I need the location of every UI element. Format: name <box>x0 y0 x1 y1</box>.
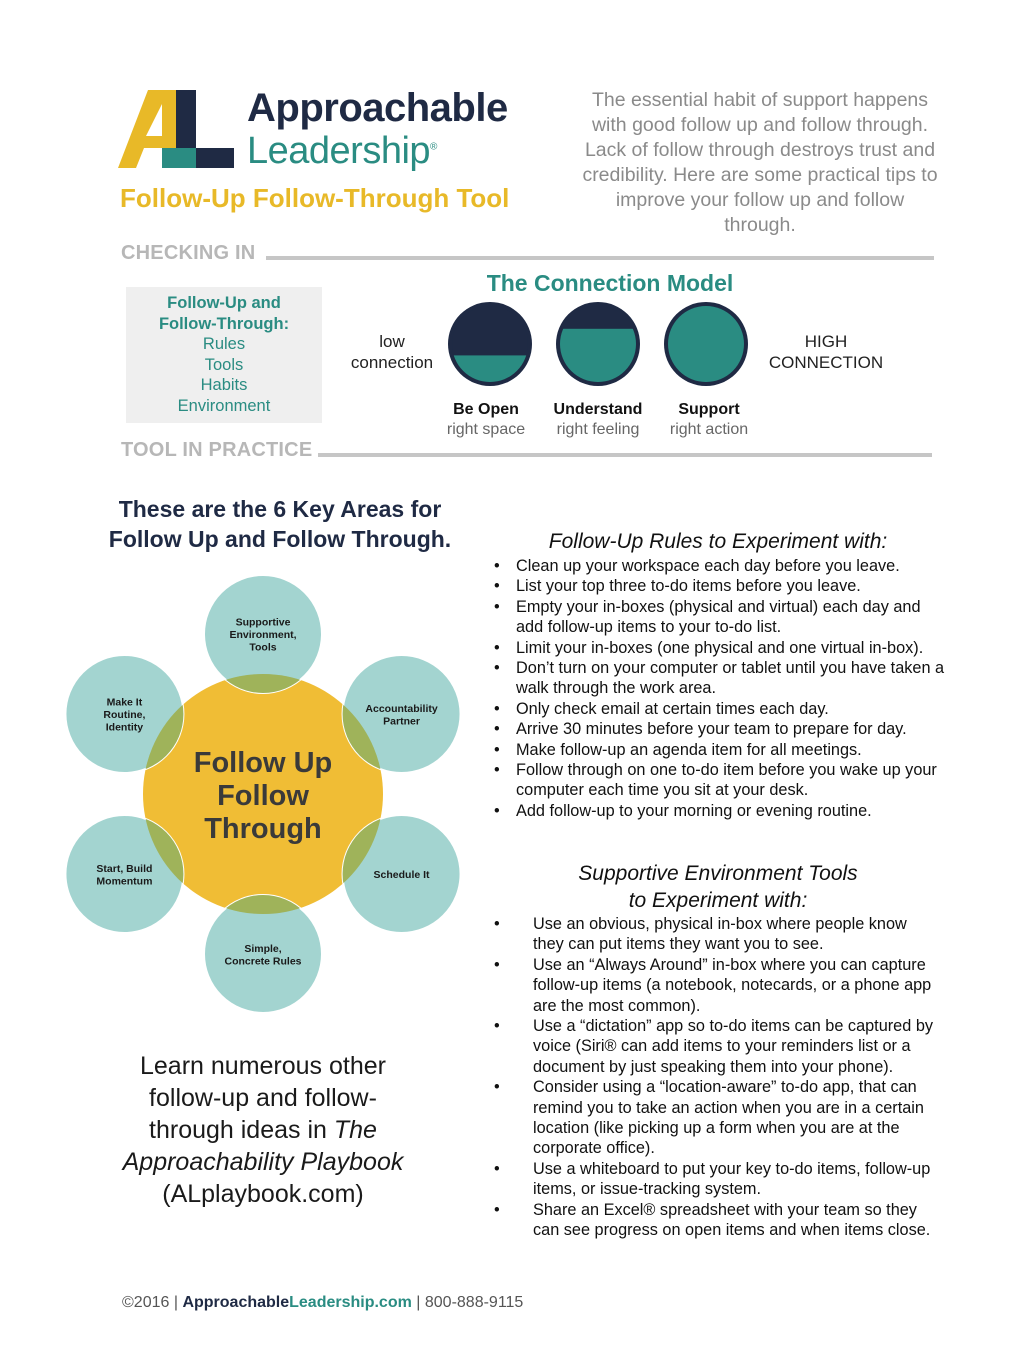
logo-registered-mark: ® <box>430 141 437 153</box>
petal-circle <box>64 654 185 774</box>
petal-label: Identity <box>106 722 143 734</box>
logo-word-leadership: Leadership® <box>247 130 437 173</box>
petal-label: Make It <box>107 697 143 709</box>
logo-word-approachable: Approachable <box>247 86 508 130</box>
petal-circle <box>64 814 185 934</box>
petal-label: Accountability <box>365 703 438 715</box>
al-logo-icon <box>118 90 234 168</box>
high-label-line1: HIGH <box>804 332 848 351</box>
low-label-line1: low <box>379 332 405 351</box>
petal-label: Partner <box>383 715 420 727</box>
learn-more-text: Learn numerous other follow-up and follo… <box>96 1050 430 1210</box>
petal-label: Schedule It <box>374 869 431 881</box>
learn-line1: Learn numerous other <box>140 1052 386 1080</box>
center-label: Follow <box>217 780 309 812</box>
learn-line2: follow-up and follow- <box>149 1084 377 1112</box>
rule-item: Arrive 30 minutes before your team to pr… <box>490 719 945 740</box>
learn-line3-text: through ideas in <box>149 1116 334 1144</box>
logo-word-leadership-text: Leadership <box>247 130 431 172</box>
tool-item: Use an obvious, physical in-box where pe… <box>490 914 938 955</box>
key-areas-title: These are the 6 Key Areas for Follow Up … <box>90 494 470 554</box>
connection-model-title: The Connection Model <box>486 270 734 296</box>
gauge-fill <box>668 306 744 382</box>
tool-title: Follow-Up Follow-Through Tool <box>120 183 510 213</box>
box-item-tools: Tools <box>204 355 244 374</box>
low-connection-label: low connection <box>344 331 440 373</box>
petal-label: Supportive <box>236 617 291 629</box>
rule-item: List your top three to-do items before y… <box>490 576 945 597</box>
learn-line4: Approachability Playbook <box>96 1146 430 1178</box>
caption-understand-sub: right feeling <box>556 421 640 438</box>
caption-be-open-title: Be Open <box>453 401 519 418</box>
rules-list: Clean up your workspace each day before … <box>490 556 945 822</box>
high-connection-label: HIGH CONNECTION <box>760 331 892 373</box>
gauge-fill <box>452 355 528 382</box>
followup-summary-box: Follow-Up and Follow-Through: Rules Tool… <box>126 287 322 423</box>
intro-paragraph: The essential habit of support happens w… <box>582 89 938 236</box>
footer-phone: | 800-888-9115 <box>411 1294 524 1311</box>
rule-item: Limit your in-boxes (one physical and on… <box>490 638 945 659</box>
caption-understand-title: Understand <box>553 401 643 418</box>
tools-title: Supportive Environment Tools to Experime… <box>494 860 942 914</box>
box-title-line2: Follow-Through: <box>158 314 290 333</box>
rule-item: Make follow-up an agenda item for all me… <box>490 740 945 761</box>
low-label-line2: connection <box>350 353 434 372</box>
tools-title-line1: Supportive Environment Tools <box>578 862 858 885</box>
connection-model-gauges <box>448 302 748 386</box>
petal-label: Concrete Rules <box>224 955 301 967</box>
footer-site-part1: Approachable <box>182 1294 290 1311</box>
rule-item: Clean up your workspace each day before … <box>490 556 945 577</box>
tool-item: Use a “dictation” app so to-do items can… <box>490 1016 938 1077</box>
center-label: Follow Up <box>194 747 333 779</box>
caption-understand: Understand right feeling <box>543 400 653 440</box>
caption-support-title: Support <box>678 401 740 418</box>
high-label-line2: CONNECTION <box>768 353 884 372</box>
rule-item: Empty your in-boxes (physical and virtua… <box>490 597 945 638</box>
learn-line3: through ideas in The <box>96 1114 430 1146</box>
rule-item: Add follow-up to your morning or evening… <box>490 801 945 822</box>
tool-item: Share an Excel® spreadsheet with your te… <box>490 1200 938 1241</box>
checking-in-label: CHECKING IN <box>121 242 256 264</box>
box-title-line1: Follow-Up and <box>167 294 281 312</box>
tool-in-practice-label: TOOL IN PRACTICE <box>121 439 313 461</box>
learn-line3-italic: The <box>333 1116 377 1144</box>
tools-title-line2: to Experiment with: <box>628 889 808 912</box>
checking-in-rule <box>266 256 934 260</box>
center-label: Through <box>204 813 322 845</box>
rule-item: Only check email at certain times each d… <box>490 699 945 720</box>
footer-site-part2: Leadership.com <box>289 1294 412 1311</box>
key-areas-title-line2: Follow Up and Follow Through. <box>108 526 452 552</box>
petal-label: Tools <box>249 642 276 654</box>
box-item-habits: Habits <box>200 376 248 394</box>
box-item-environment: Environment <box>177 396 271 415</box>
petal-label: Momentum <box>96 875 152 887</box>
tool-item: Use an “Always Around” in-box where you … <box>490 955 938 1016</box>
petal-label: Simple, <box>244 943 281 955</box>
key-areas-title-line1: These are the 6 Key Areas for <box>118 496 442 522</box>
learn-line5: (ALplaybook.com) <box>162 1180 364 1208</box>
tools-list: Use an obvious, physical in-box where pe… <box>490 914 938 1241</box>
tool-in-practice-rule <box>318 453 932 457</box>
tool-item: Consider using a “location-aware” to-do … <box>490 1077 938 1159</box>
petal-label: Start, Build <box>96 863 152 875</box>
caption-support-sub: right action <box>669 421 749 438</box>
tool-item: Use a whiteboard to put your key to-do i… <box>490 1159 938 1200</box>
caption-support: Support right action <box>654 400 764 440</box>
petal-label: Environment, <box>229 629 296 641</box>
box-item-rules: Rules <box>202 335 246 353</box>
footer: ©2016 | ApproachableLeadership.com | 800… <box>122 1294 523 1312</box>
rule-item: Follow through on one to-do item before … <box>490 760 945 801</box>
caption-be-open-sub: right space <box>446 421 526 438</box>
playbook-title: Approachability Playbook <box>122 1148 404 1176</box>
center-circle <box>143 674 383 914</box>
rule-item: Don’t turn on your computer or tablet un… <box>490 658 945 699</box>
footer-copyright: ©2016 | <box>122 1294 183 1311</box>
caption-be-open: Be Open right space <box>431 400 541 440</box>
petal-label: Routine, <box>103 709 145 721</box>
rules-title: Follow-Up Rules to Experiment with: <box>548 530 888 553</box>
